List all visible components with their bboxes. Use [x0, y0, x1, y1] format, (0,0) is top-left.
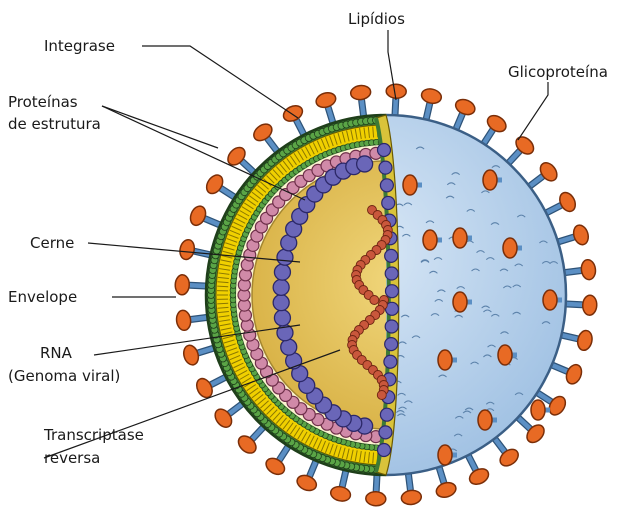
- leader-integrase: [142, 46, 298, 118]
- surface-spike-head: [543, 290, 557, 310]
- capsid-bead: [274, 310, 290, 326]
- leader-glicoproteina: [518, 82, 548, 140]
- spike-head: [281, 103, 305, 125]
- rna-bead: [377, 391, 386, 400]
- rim-bead: [384, 355, 397, 368]
- spike-head: [175, 274, 190, 295]
- capsid-bead: [274, 264, 290, 280]
- surface-spike-head: [453, 292, 467, 312]
- spike-head: [329, 485, 352, 503]
- spike-head: [576, 329, 594, 352]
- spike-head: [314, 90, 337, 109]
- spike-head: [178, 238, 196, 261]
- label-proteinas-line1: Proteínas: [8, 93, 78, 111]
- label-cerne: Cerne: [30, 234, 74, 252]
- rim-bead: [385, 338, 398, 351]
- label-rna-line1: RNA: [40, 344, 73, 362]
- surface-spike-head: [478, 410, 492, 430]
- label-proteinas-line2: de estrutura: [8, 115, 101, 133]
- spike-head: [181, 343, 200, 366]
- surface-spike-head: [498, 345, 512, 365]
- spike-head: [580, 259, 596, 281]
- label-integrase: Integrase: [44, 37, 115, 55]
- spike-head: [434, 480, 457, 499]
- rim-bead: [378, 144, 391, 157]
- surface-spike-head: [438, 350, 452, 370]
- capsid-bead: [273, 295, 289, 311]
- spike-head: [175, 310, 191, 332]
- rim-bead: [382, 196, 395, 209]
- spike-head: [557, 190, 579, 214]
- surface-spike-head: [423, 230, 437, 250]
- label-lipidios: Lipídios: [348, 10, 405, 28]
- lipid-tail: [217, 286, 228, 287]
- rim-bead: [379, 161, 392, 174]
- spike-head: [420, 87, 443, 105]
- spike-head: [571, 223, 590, 246]
- spike-head: [365, 491, 386, 506]
- rim-bead: [385, 285, 398, 298]
- spike-head: [386, 84, 407, 99]
- label-transcriptase-line2: reversa: [44, 449, 100, 467]
- rim-bead: [385, 267, 398, 280]
- spike-head: [188, 204, 209, 228]
- rim-bead: [380, 179, 393, 192]
- rim-bead: [379, 426, 392, 439]
- leader-proteinas-1: [102, 106, 218, 148]
- lipid-tail: [217, 303, 228, 304]
- surface-spike-head: [438, 445, 452, 465]
- rim-bead: [380, 408, 393, 421]
- spike-head: [467, 466, 491, 488]
- rim-bead: [385, 249, 398, 262]
- capsid-bead: [277, 249, 293, 265]
- capsid-bead: [273, 279, 289, 295]
- spike-head: [401, 489, 423, 505]
- rim-bead: [378, 444, 391, 457]
- spike-head: [564, 362, 585, 386]
- spike-head: [582, 295, 597, 316]
- rna-bead: [370, 296, 379, 305]
- rim-bead: [385, 320, 398, 333]
- spike-head: [350, 84, 372, 100]
- spike-head: [295, 473, 319, 494]
- label-rna-line2: (Genoma viral): [8, 367, 120, 385]
- spike-head: [453, 97, 477, 118]
- surface-spike-head: [531, 400, 545, 420]
- surface-spike-head: [403, 175, 417, 195]
- surface-spike-head: [453, 228, 467, 248]
- label-glicoproteina: Glicoproteína: [508, 63, 608, 81]
- capsid-bead: [281, 339, 297, 355]
- surface-spike-head: [483, 170, 497, 190]
- label-transcriptase-line1: Transcriptase: [43, 426, 144, 444]
- label-envelope: Envelope: [8, 288, 77, 306]
- capsid-bead: [357, 156, 373, 172]
- surface-spike-head: [503, 238, 517, 258]
